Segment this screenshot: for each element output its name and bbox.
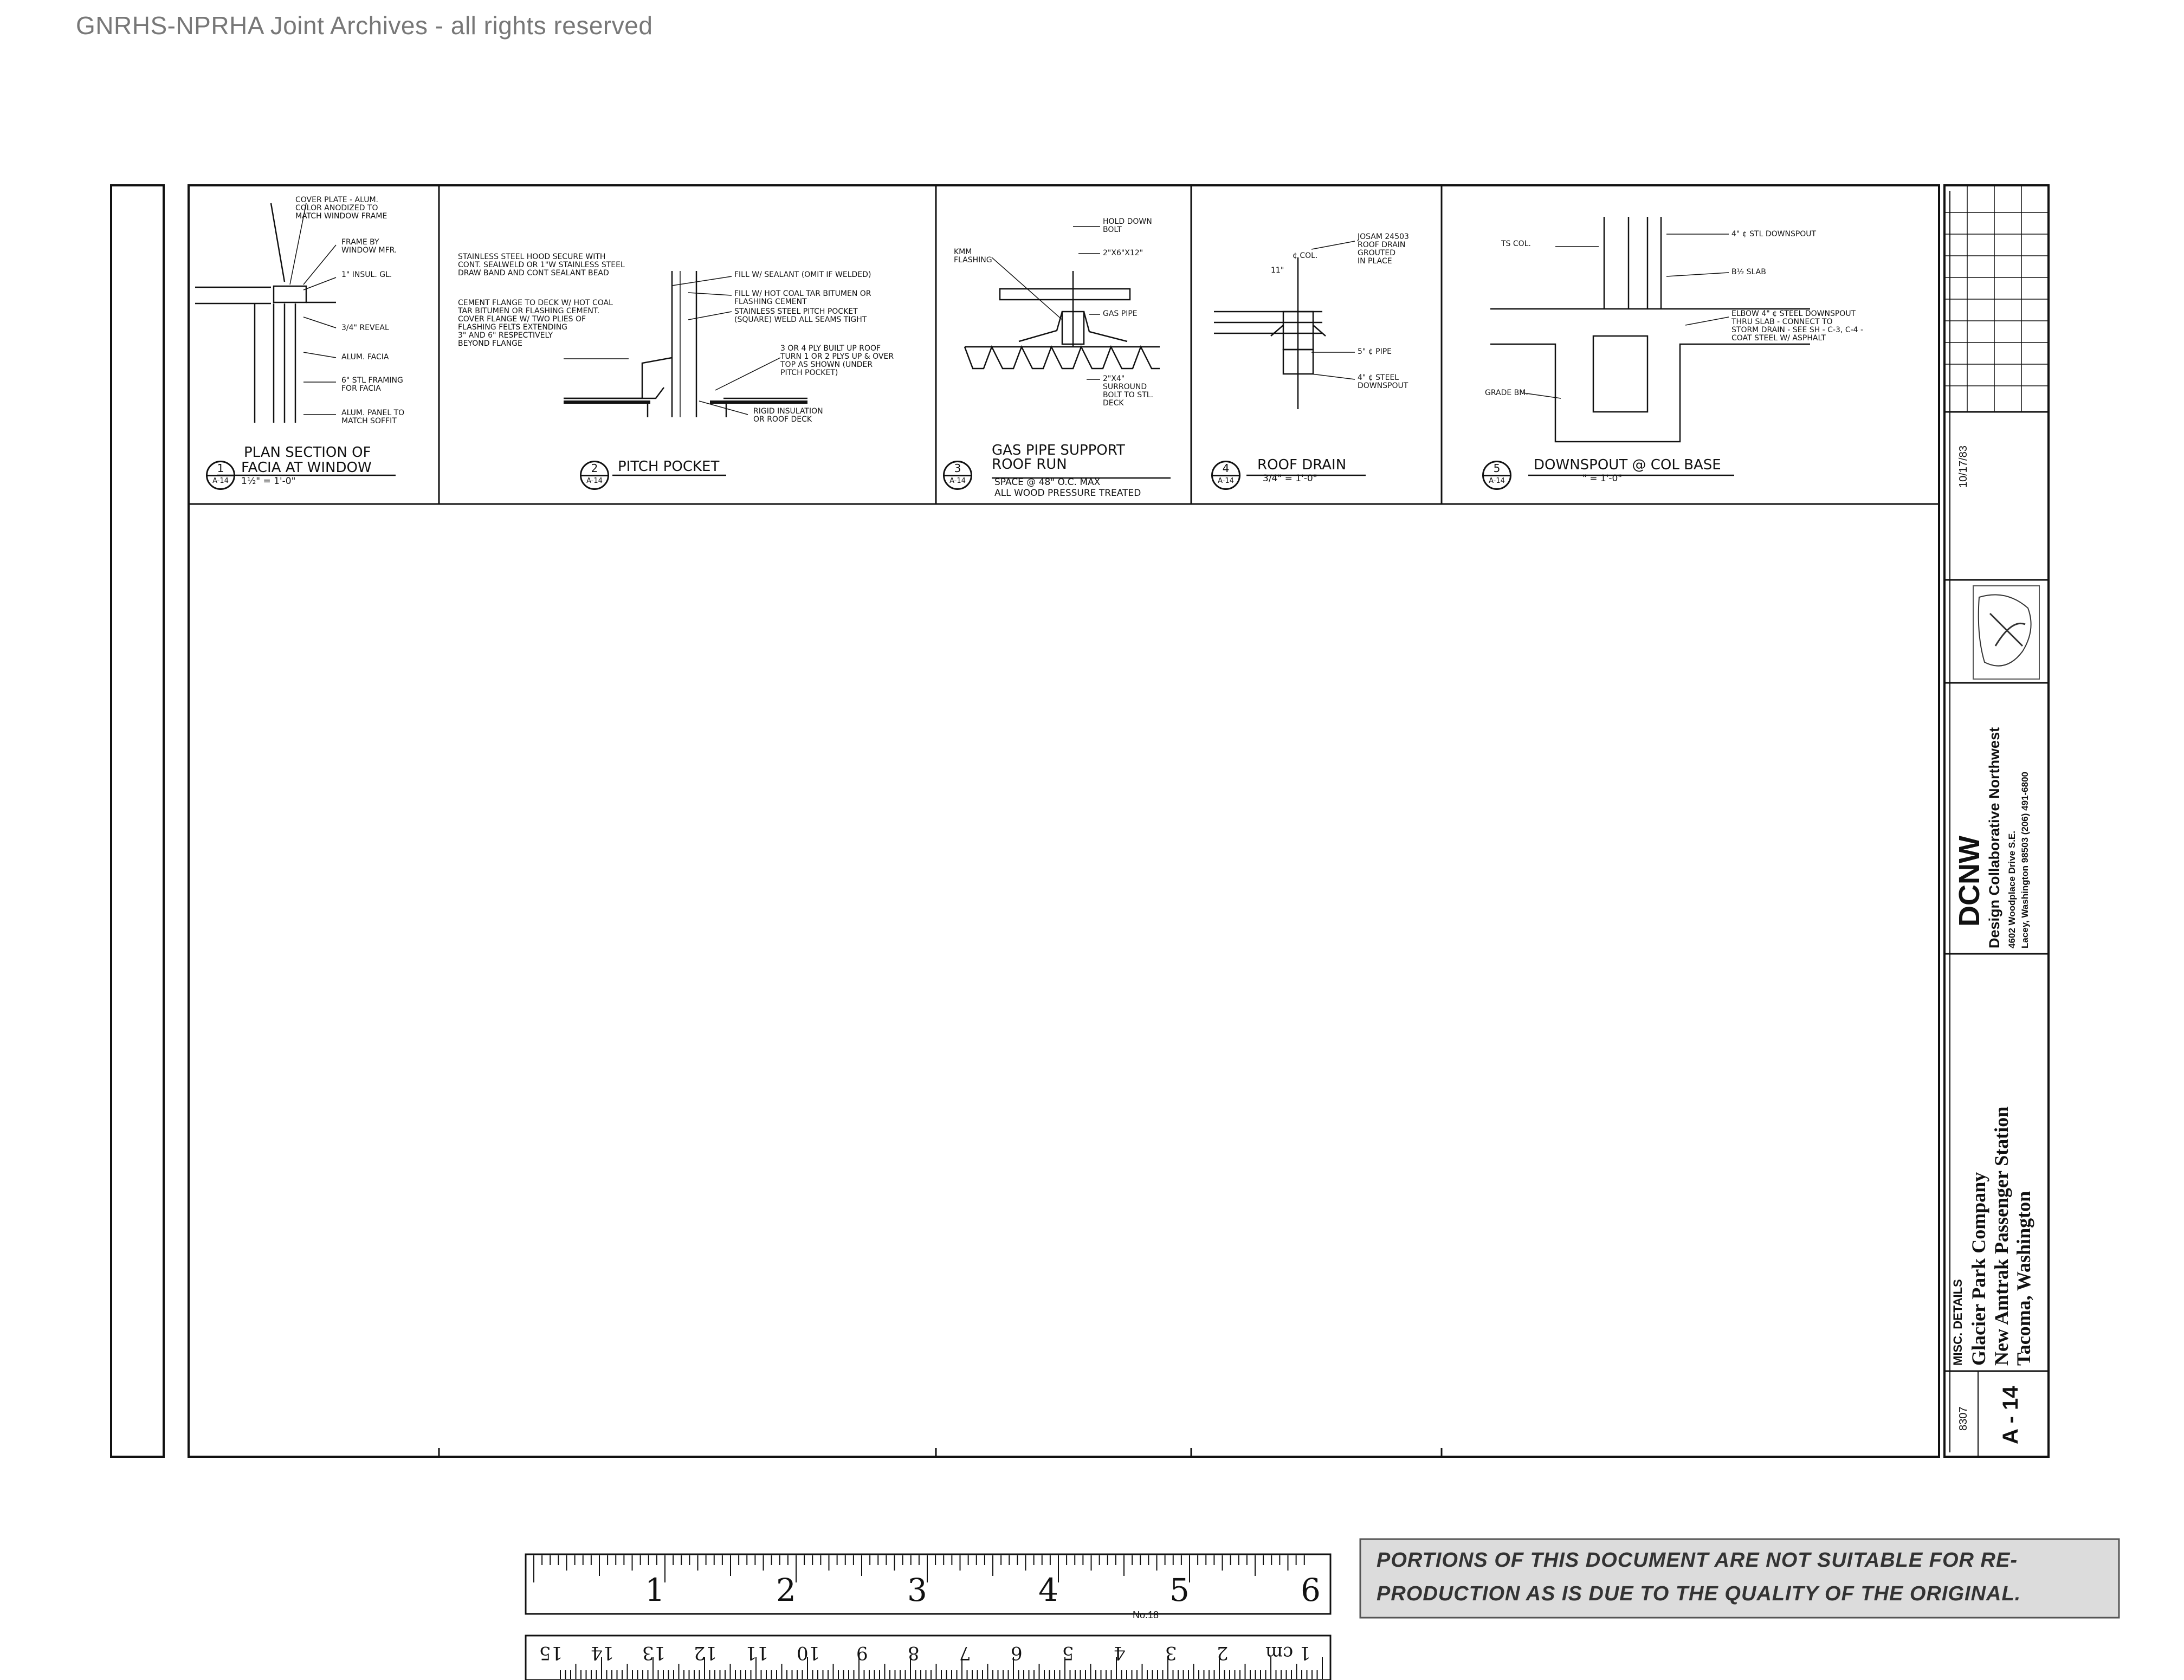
ruler-cm-2: 2 — [1217, 1642, 1229, 1664]
detail1-scale: 1½" = 1'-0" — [241, 476, 296, 487]
detail5-note-grade: GRADE BM. — [1485, 389, 1528, 397]
ruler-cm-14: 14 — [591, 1642, 615, 1664]
ruler-cm-13: 13 — [642, 1642, 666, 1664]
ruler-inch-2: 2 — [776, 1572, 796, 1608]
detail2-title: PITCH POCKET — [618, 458, 720, 475]
detail1-title-line2: FACIA AT WINDOW — [241, 460, 372, 476]
detail3-note-gaspipe: GAS PIPE — [1103, 309, 1138, 318]
sheet-number: A - 14 — [1999, 1386, 2023, 1444]
firm-abbreviation: DCNW — [1953, 836, 1986, 927]
detail5-note-downspout: 4" ¢ STL DOWNSPOUT — [1731, 230, 1817, 238]
project-name: New Amtrak Passenger Station — [1991, 1106, 2012, 1366]
ruler-cm-15: 15 — [539, 1642, 563, 1664]
project-location: Tacoma, Washington — [2013, 1191, 2034, 1366]
ruler-cm-10: 10 — [797, 1642, 820, 1664]
archive-watermark: GNRHS-NPRHA Joint Archives - all rights … — [76, 11, 653, 40]
detail4-note-col: ¢ COL. — [1293, 251, 1318, 260]
detail5-title: DOWNSPOUT @ COL BASE — [1534, 457, 1721, 473]
detail3-callout: 3 A-14 — [943, 461, 972, 490]
detail4-scale: 3/4" = 1'-0" — [1263, 473, 1317, 484]
ruler-cm-12: 12 — [694, 1642, 718, 1664]
ruler-cm-6: 6 — [1011, 1642, 1023, 1664]
disclaimer-line2: PRODUCTION AS IS DUE TO THE QUALITY OF T… — [1377, 1582, 2021, 1605]
ruler-inch-1: 1 — [645, 1572, 665, 1608]
detail2-note-pocket: STAINLESS STEEL PITCH POCKET(SQUARE) WEL… — [734, 307, 867, 324]
ruler-inch-6: 6 — [1301, 1572, 1321, 1608]
ruler-cm-11: 11 — [745, 1642, 769, 1664]
ruler-inch-frame — [525, 1553, 1332, 1615]
firm-name: Design Collaborative Northwest — [1986, 727, 2002, 948]
detail5-note-col: TS COL. — [1501, 240, 1531, 248]
ruler-cm-9: 9 — [856, 1642, 868, 1664]
ruler-cm-4: 4 — [1114, 1642, 1126, 1664]
drawing-title: MISC. DETAILS — [1951, 1279, 1965, 1366]
professional-seal — [1973, 585, 2040, 680]
sheet-border — [188, 184, 1940, 1458]
detail1-note-glass: 1" INSUL. GL. — [341, 270, 392, 279]
detail3-title-line1: GAS PIPE SUPPORT — [992, 442, 1125, 458]
detail3-spacing: SPACE @ 48" O.C. MAX — [994, 477, 1101, 488]
detail1-note-reveal: 3/4" REVEAL — [341, 324, 389, 332]
ruler-inch-5: 5 — [1169, 1572, 1190, 1608]
detail4-callout: 4 A-14 — [1211, 461, 1240, 490]
disclaimer-line1: PORTIONS OF THIS DOCUMENT ARE NOT SUITAB… — [1377, 1549, 2018, 1572]
ruler-inch-4: 4 — [1038, 1572, 1058, 1608]
title-block-date: 10/17/83 — [1957, 445, 1969, 488]
ruler-cm-8: 8 — [908, 1642, 920, 1664]
detail1-title-line1: PLAN SECTION OF — [244, 444, 371, 461]
detail4-note-dim: 11" — [1271, 266, 1284, 275]
detail5-note-slab: B½ SLAB — [1731, 268, 1766, 276]
ruler-cm-1: 1 cm — [1265, 1642, 1311, 1664]
detail4-note-pipe: 5" ¢ PIPE — [1358, 347, 1392, 356]
ruler-cm-frame — [525, 1634, 1332, 1680]
ruler-inch-3: 3 — [907, 1572, 927, 1608]
client-name: Glacier Park Company — [1968, 1172, 1989, 1366]
detail1-callout: 1 A-14 — [206, 461, 235, 490]
firm-city: Lacey, Washington 98503 (206) 491-6800 — [2020, 772, 2030, 948]
left-margin-strip — [110, 184, 165, 1458]
detail2-callout: 2 A-14 — [580, 461, 609, 490]
ruler-model: No.18 — [1133, 1610, 1159, 1620]
detail3-treatment: ALL WOOD PRESSURE TREATED — [994, 488, 1141, 499]
title-block-frame — [1943, 184, 2050, 1458]
detail5-scale: " = 1'-0" — [1582, 473, 1623, 484]
detail5-callout: 5 A-14 — [1482, 461, 1511, 490]
detail1-note-facia: ALUM. FACIA — [341, 353, 389, 361]
firm-address: 4602 Woodplace Drive S.E. — [2007, 831, 2017, 948]
ruler-cm-7: 7 — [959, 1642, 971, 1664]
ruler-cm-3: 3 — [1165, 1642, 1177, 1664]
ruler-cm-5: 5 — [1062, 1642, 1074, 1664]
detail3-title-line2: ROOF RUN — [992, 456, 1067, 473]
job-number: 8307 — [1957, 1406, 1969, 1431]
detail3-note-block: 2"x6"x12" — [1103, 249, 1143, 257]
detail4-title: ROOF DRAIN — [1257, 457, 1347, 473]
detail2-note-sealant: FILL W/ SEALANT (OMIT IF WELDED) — [734, 270, 871, 279]
